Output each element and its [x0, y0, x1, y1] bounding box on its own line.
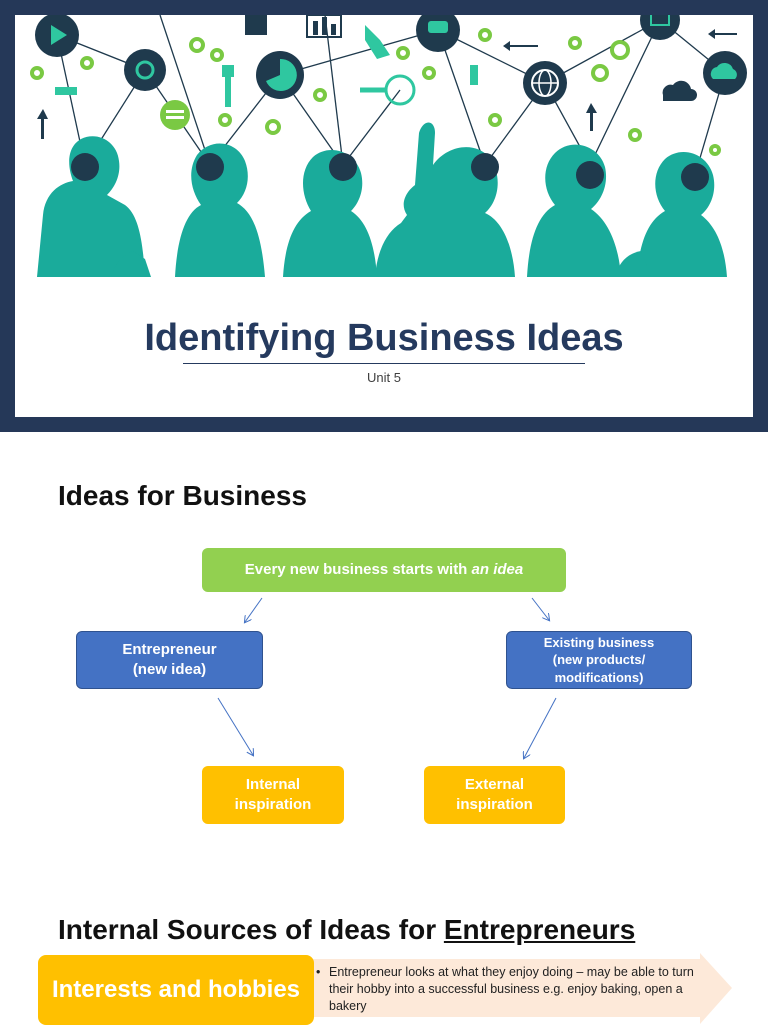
gear-icons — [30, 28, 721, 156]
slide-subtitle: Unit 5 — [367, 370, 401, 385]
play-icon — [51, 25, 67, 45]
arrow-to-entrepreneur — [245, 597, 263, 622]
slide-title: Identifying Business Ideas — [144, 317, 624, 359]
entrepreneur-box: Entrepreneur (new idea) — [76, 631, 263, 689]
arrow-to-internal — [217, 697, 253, 755]
entrepreneur-label: Entrepreneur — [122, 640, 217, 658]
arrow-marks — [37, 29, 737, 139]
bullet-item: • Entrepreneur looks at what they enjoy … — [316, 964, 694, 1015]
document-icon — [245, 15, 267, 35]
bullet-dot: • — [316, 965, 321, 979]
ideas-slide-title: Ideas for Business — [58, 480, 307, 511]
idea-origin-emphasis: an idea — [471, 560, 524, 578]
external-sublabel: inspiration — [456, 796, 533, 813]
bullet-text: Entrepreneur looks at what they enjoy do… — [329, 965, 694, 1013]
decor-shapes — [55, 25, 478, 107]
people-silhouettes — [37, 122, 727, 277]
internal-sources-title: Internal Sources of Ideas for Entreprene… — [58, 914, 635, 946]
bar-chart-icon — [306, 15, 342, 38]
title-underlined-word: Entrepreneurs — [443, 914, 636, 945]
network-lines — [56, 15, 726, 176]
title-prefix: Internal Sources of Ideas for — [58, 914, 444, 945]
existing-business-sublabel-2: modifications) — [554, 669, 644, 685]
arrow-band — [300, 953, 732, 1024]
arrow-to-existing-business — [531, 597, 549, 620]
interests-hobbies-pill: Interests and hobbies — [38, 955, 314, 1025]
idea-origin-box: Every new business starts with an idea — [202, 548, 566, 592]
envelope-icon — [650, 15, 670, 26]
existing-business-label: Existing business — [543, 634, 655, 650]
key-icon — [135, 60, 155, 80]
title-divider — [183, 363, 585, 364]
external-label: External — [464, 775, 525, 793]
network-cloud-icon — [662, 80, 697, 101]
title-slide: Identifying Business Ideas Unit 5 — [0, 0, 768, 432]
ideas-slide: Ideas for Business Every new business st… — [0, 440, 768, 870]
existing-business-box: Existing business (new products/ modific… — [506, 631, 692, 689]
icon-bubbles — [35, 15, 747, 130]
internal-sublabel: inspiration — [234, 796, 312, 813]
idea-origin-text: Every new business starts with — [244, 560, 472, 578]
arrow-to-external — [524, 697, 557, 758]
title-slide-canvas: Identifying Business Ideas Unit 5 — [15, 15, 753, 417]
existing-business-sublabel-1: (new products/ — [552, 652, 646, 668]
chat-icon — [428, 21, 448, 33]
internal-label: Internal — [245, 775, 301, 793]
cloud-icon — [710, 62, 737, 79]
internal-sources-slide: Internal Sources of Ideas for Entreprene… — [0, 890, 768, 1025]
entrepreneur-sublabel: (new idea) — [132, 661, 207, 678]
hero-illustration — [30, 15, 747, 277]
external-inspiration-box: External inspiration — [424, 766, 565, 824]
pie-chart-icon — [266, 58, 297, 91]
head-nodes — [71, 153, 709, 191]
speech-icon — [160, 100, 190, 130]
internal-inspiration-box: Internal inspiration — [202, 766, 344, 824]
